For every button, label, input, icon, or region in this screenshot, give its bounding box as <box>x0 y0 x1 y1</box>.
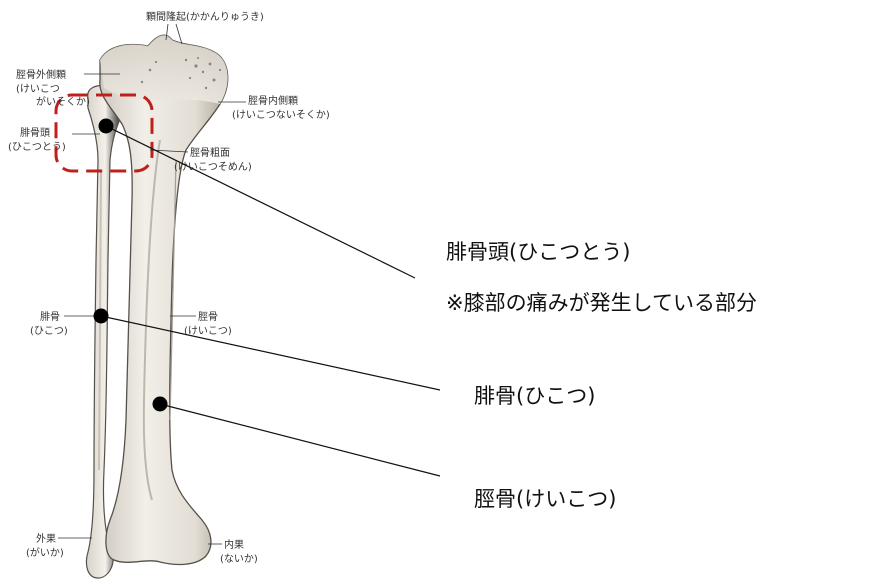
tibia-callout-line <box>160 404 440 476</box>
fibula-small-reading: (ひこつ) <box>30 326 68 337</box>
callout-fibula-head-label: 腓骨頭(ひこつとう) <box>446 236 630 266</box>
fibula-marker <box>94 309 109 324</box>
tibia-marker <box>153 397 168 412</box>
tibial-tuberosity-reading: (けいこつそめん) <box>174 161 252 173</box>
callout-fibula-label: 腓骨(ひこつ) <box>474 380 595 410</box>
tibia-small-label: 脛骨 <box>198 311 218 323</box>
lateral-condyle-label: 脛骨外側顆 <box>16 68 66 81</box>
tibia-bone <box>100 35 228 564</box>
fibula-head-small-reading: (ひこつとう) <box>8 141 66 153</box>
fibula-small-label: 腓骨 <box>40 311 60 323</box>
intercondylar-eminence-label: 顆間隆起(かかんりゅうき) <box>146 10 264 23</box>
medial-condyle-label: 脛骨内側顆 <box>248 94 298 107</box>
lateral-malleolus-label: 外果 <box>36 533 56 545</box>
fibula-head-marker <box>99 119 114 134</box>
lateral-condyle-reading-1: (けいこつ <box>16 83 60 95</box>
lateral-malleolus-reading: (がいか) <box>26 546 64 559</box>
tibial-tuberosity-label: 脛骨粗面 <box>190 147 230 159</box>
medial-malleolus-label: 内果 <box>224 538 244 551</box>
lateral-condyle-reading-2: がいそくか) <box>36 95 90 108</box>
medial-condyle-reading: (けいこつないそくか) <box>232 109 330 121</box>
callout-fibula-head-note: ※膝部の痛みが発生している部分 <box>446 287 757 317</box>
fibula-head-small-label: 腓骨頭 <box>20 127 50 139</box>
callout-tibia-label: 脛骨(けいこつ) <box>474 483 616 513</box>
medial-malleolus-reading: (ないか) <box>220 553 258 565</box>
